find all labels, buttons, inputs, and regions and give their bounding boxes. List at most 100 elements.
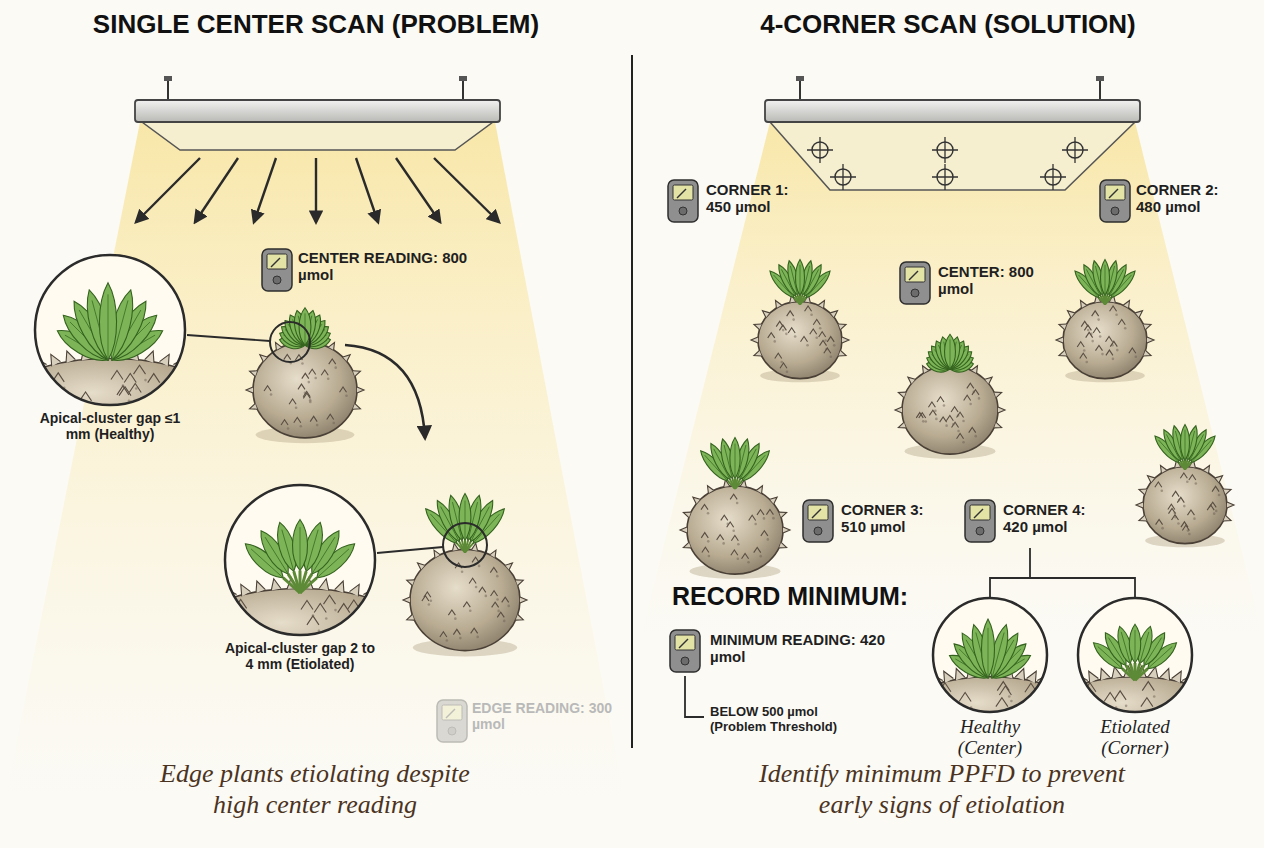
spine [1100,669,1109,681]
leaf-midrib [300,527,301,570]
leaf-blade [293,520,308,571]
spine [182,397,188,406]
spine [701,504,708,509]
grow-light [135,76,500,150]
leaf [981,619,994,678]
speckle [507,605,510,608]
spine [779,542,787,548]
spine [770,497,777,504]
spine [479,587,486,592]
speckle [806,344,809,347]
light-arrow [396,158,440,222]
spine [1223,489,1231,495]
spine [971,366,977,374]
ppfd-meter [900,262,930,304]
speckle [461,570,464,573]
spine [276,343,282,351]
leaf-midrib [800,265,801,295]
light-arrow [136,158,200,222]
spine [1067,311,1074,318]
spine [810,329,817,334]
caudex-plant [895,334,1005,459]
spine [1215,476,1222,483]
speckle [270,393,273,396]
spine [250,404,258,410]
hanger-cap [164,76,172,81]
hanger [462,80,464,100]
meter-reading: MINIMUM READING: 420 µmol [710,631,900,666]
spine [1171,515,1178,520]
spine [1168,504,1175,509]
speckle [810,313,813,316]
leaf-blade [730,437,740,478]
spine [838,324,846,330]
speckle [301,362,304,365]
magnified-apex [1075,624,1195,715]
speckle [1161,489,1164,492]
speckle [428,603,431,606]
leaf-midrib [1105,265,1106,295]
spine [440,632,447,637]
leaf-stem [1183,460,1185,469]
meter-screen [442,705,462,720]
magnifier-outline [222,482,378,638]
spine [683,542,691,548]
speckle [962,441,965,444]
ppfd-meter [1100,180,1130,222]
spine [768,333,775,338]
spine [1172,491,1179,496]
light-arrow [195,158,238,222]
speckle [1115,313,1118,316]
spine [959,692,971,701]
speckle [334,609,337,612]
speckle [1010,700,1013,703]
speckle [459,637,462,640]
spine [502,597,509,602]
spine [1142,682,1154,691]
spine [1093,328,1100,333]
spine [418,563,425,570]
spine [1192,679,1195,690]
speckle [1101,353,1104,356]
speckle [815,336,818,339]
spine [124,374,136,383]
light-arrow [434,158,499,222]
spine [985,377,992,384]
meter-body [668,180,698,222]
leaf-blade [459,494,471,541]
spine [1212,486,1219,491]
spine [775,353,782,358]
spine [776,300,782,308]
spine [469,578,476,583]
speckle [780,361,783,364]
speckle [955,714,958,715]
meter-button [911,289,919,297]
speckle [122,384,125,387]
meter-body [900,262,930,304]
ppfd-meter [965,500,995,542]
caudex [222,589,378,639]
spine [1086,332,1093,337]
speckle [708,555,711,558]
ppfd-meter [670,630,700,672]
meter-reading: CORNER 3: 510 µmol [841,501,949,536]
speckle [1077,703,1080,706]
speckle [978,397,981,400]
spine [1123,300,1129,308]
panel-heading: SINGLE CENTER SCAN (PROBLEM) [0,10,632,40]
spine [1223,515,1231,521]
leaf-midrib [1135,630,1136,663]
caudex-plant [680,437,790,578]
speckle [496,575,499,578]
speckle [922,420,925,423]
spine [1092,311,1099,316]
scan-point [1040,164,1066,190]
speckle [1091,340,1094,343]
speckle [772,517,775,520]
speckle [707,512,710,515]
magnifier-outline [1075,595,1195,715]
caudex [32,359,188,409]
spine [1059,324,1067,330]
speckle [312,614,315,617]
meter-screen [1105,185,1125,200]
